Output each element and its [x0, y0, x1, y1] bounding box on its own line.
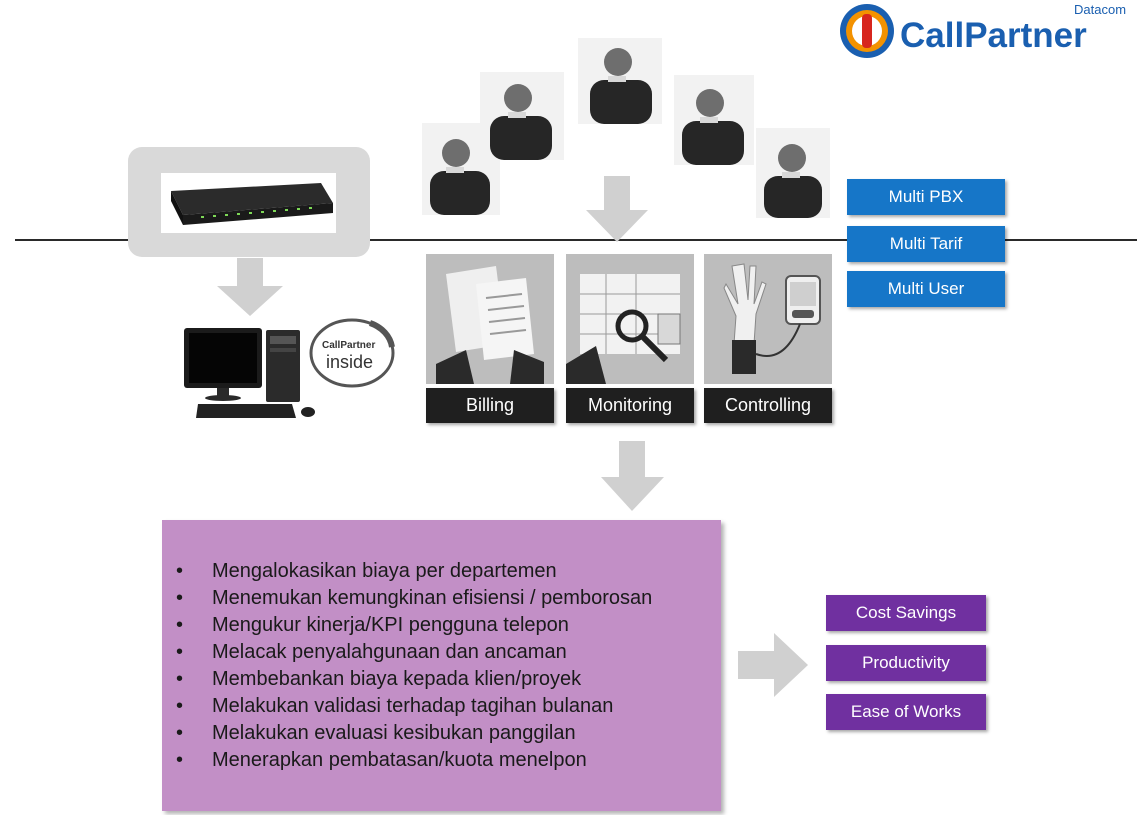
pbx-device-icon — [171, 183, 333, 225]
badge-brand-text: CallPartner — [322, 340, 376, 351]
magnifier-chart-photo — [566, 254, 694, 384]
benefit-item: •Melakukan validasi terhadap tagihan bul… — [176, 693, 652, 720]
benefit-item: •Mengukur kinerja/KPI pengguna telepon — [176, 612, 652, 639]
controlling-label[interactable]: Controlling — [704, 388, 832, 423]
logo-subtitle: Datacom — [1074, 2, 1127, 17]
bullet-icon: • — [176, 695, 184, 717]
productivity-button[interactable]: Productivity — [826, 645, 986, 681]
arrow-down-icon — [601, 441, 664, 511]
billing-label[interactable]: Billing — [426, 388, 554, 423]
benefit-item: •Menerapkan pembatasan/kuota menelpon — [176, 747, 652, 774]
pbx-device-frame — [161, 173, 336, 233]
ease-of-works-button[interactable]: Ease of Works — [826, 694, 986, 730]
bullet-icon: • — [176, 560, 184, 582]
monitoring-label[interactable]: Monitoring — [566, 388, 694, 423]
person-on-phone-photo — [756, 128, 830, 218]
bullet-icon: • — [176, 614, 184, 636]
multi-user-button[interactable]: Multi User — [847, 271, 1005, 307]
callpartner-logo-icon — [840, 4, 894, 58]
divider-line — [15, 239, 1137, 241]
badge-inside-text: inside — [326, 352, 374, 372]
person-on-phone-photo — [578, 38, 662, 124]
callpartner-inside-badge-icon — [309, 318, 395, 388]
multi-tarif-button[interactable]: Multi Tarif — [847, 226, 1005, 262]
person-on-phone-photo — [674, 75, 754, 165]
bullet-icon: • — [176, 749, 184, 771]
blood-pressure-photo — [704, 254, 832, 384]
arrow-right-icon — [738, 633, 808, 697]
billing-documents-photo — [426, 254, 554, 384]
bullet-icon: • — [176, 641, 184, 663]
arrow-down-icon — [586, 176, 648, 242]
callpartner-logo: Datacom CallPartner — [838, 0, 1128, 64]
benefit-item: •Melacak penyalahgunaan dan ancaman — [176, 639, 652, 666]
desktop-computer-icon — [184, 328, 315, 418]
arrow-down-icon — [217, 258, 283, 316]
benefits-list: •Mengalokasikan biaya per departemen •Me… — [176, 558, 652, 774]
benefit-item: •Menemukan kemungkinan efisiensi / pembo… — [176, 585, 652, 612]
benefit-item: •Mengalokasikan biaya per departemen — [176, 558, 652, 585]
multi-pbx-button[interactable]: Multi PBX — [847, 179, 1005, 215]
cost-savings-button[interactable]: Cost Savings — [826, 595, 986, 631]
bullet-icon: • — [176, 587, 184, 609]
benefit-item: •Membebankan biaya kepada klien/proyek — [176, 666, 652, 693]
benefit-item: •Melakukan evaluasi kesibukan panggilan — [176, 720, 652, 747]
benefits-box: •Mengalokasikan biaya per departemen •Me… — [162, 520, 721, 811]
bullet-icon: • — [176, 722, 184, 744]
bullet-icon: • — [176, 668, 184, 690]
logo-title: CallPartner — [900, 16, 1087, 55]
person-on-phone-photo — [480, 72, 564, 160]
